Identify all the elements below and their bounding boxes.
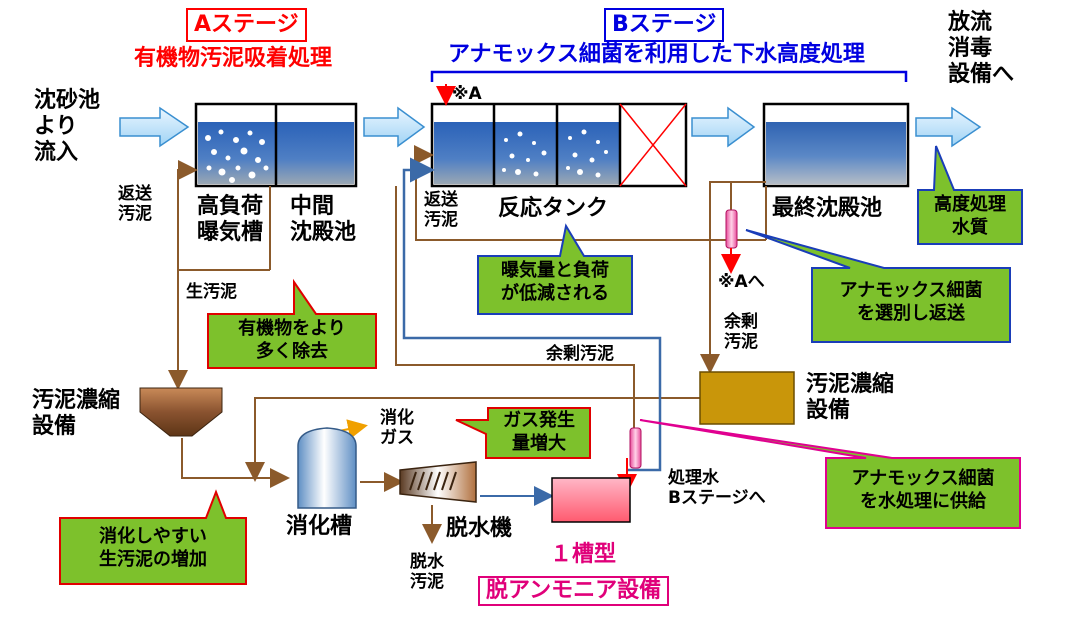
outflow-arrow	[915, 106, 982, 148]
flow-arrow-reaction-to-final	[691, 106, 756, 148]
inflow-label: 沈砂池 より 流入	[34, 88, 101, 165]
anammox-separator-bottom	[629, 427, 642, 469]
dewatering-machine-body	[399, 461, 477, 503]
marker-a-to-label: ※Aへ	[718, 272, 765, 292]
return-sludge-a-line	[177, 160, 270, 271]
flow-arrow-a-to-b	[363, 106, 426, 148]
stage-b-bracket	[430, 70, 908, 82]
stage-a-subtitle: 有機物汚泥吸着処理	[134, 46, 333, 71]
deammonification-line1: １槽型	[550, 542, 617, 567]
intermediate-settling-label: 中間 沈殿池	[290, 194, 357, 245]
return-sludge-b-line	[414, 145, 766, 241]
outflow-label: 放流 消毒 設備へ	[948, 10, 1015, 87]
thickener-left-label: 汚泥濃縮 設備	[32, 388, 121, 439]
reaction-tank-label: 反応タンク	[498, 196, 609, 221]
dewatering-machine-label: 脱水機	[446, 516, 513, 541]
callout-raw-sludge-increase-text: 消化しやすい 生汚泥の増加	[99, 526, 207, 570]
marker-a-label: ※A	[452, 84, 482, 104]
stage-b-title: Bステージ	[604, 8, 725, 42]
digester-body	[297, 427, 357, 509]
callout-aeration-reduced	[477, 223, 633, 315]
excess-sludge-right-label: 余剰 汚泥	[724, 312, 758, 353]
callout-gas-increase	[455, 407, 591, 459]
thickener-left-body	[139, 387, 223, 437]
thickener-right-body	[699, 371, 795, 425]
high-load-aeration-label: 高負荷 曝気槽	[197, 194, 264, 245]
callout-anammox-select-text: アナモックス細菌 を選別し返送	[839, 280, 983, 324]
digester-label: 消化槽	[286, 514, 353, 539]
digestion-gas-label: 消化 ガス	[380, 408, 414, 449]
treated-water-return-line	[402, 157, 662, 472]
return-sludge-b-label: 返送 汚泥	[424, 190, 458, 231]
callout-anammox-supply	[639, 419, 1021, 529]
excess-sludge-mid-line	[395, 186, 635, 428]
thickener-right-outflow	[245, 397, 700, 482]
excess-sludge-right-line	[700, 181, 766, 374]
excess-sludge-mid-label: 余剰汚泥	[546, 344, 614, 364]
deammonification-line2: 脱アンモニア設備	[478, 576, 670, 606]
treated-water-label: 処理水 Bステージへ	[668, 468, 766, 509]
callout-advanced-quality	[917, 145, 1023, 245]
callout-more-organics-text: 有機物をより 多く除去	[238, 318, 346, 362]
high-load-aeration-tank	[194, 102, 358, 188]
final-settling-label: 最終沈殿池	[772, 196, 883, 221]
callout-aeration-reduced-text: 曝気量と負荷 が低減される	[501, 260, 609, 304]
callout-anammox-select	[745, 229, 1011, 343]
dewatered-sludge-label: 脱水 汚泥	[410, 552, 444, 593]
callout-anammox-supply-text: アナモックス細菌 を水処理に供給	[851, 468, 995, 512]
thickener-left-outflow	[181, 438, 290, 488]
inflow-arrow	[119, 106, 190, 148]
raw-sludge-label: 生汚泥	[186, 282, 237, 302]
stage-b-subtitle: アナモックス細菌を利用した下水高度処理	[448, 42, 865, 67]
final-settling-tank-body	[762, 102, 910, 188]
callout-gas-increase-text: ガス発生 量増大	[503, 410, 575, 454]
anammox-separator-top	[725, 209, 738, 249]
callout-advanced-quality-text: 高度処理 水質	[934, 194, 1006, 238]
callout-more-organics	[207, 278, 377, 369]
return-sludge-a-label: 返送 汚泥	[118, 184, 152, 225]
deammonification-tank	[551, 477, 631, 523]
stage-a-title: Aステージ	[186, 8, 307, 42]
reaction-tank-body	[430, 102, 688, 188]
callout-raw-sludge-increase	[59, 489, 247, 585]
thickener-right-label: 汚泥濃縮 設備	[806, 372, 895, 423]
